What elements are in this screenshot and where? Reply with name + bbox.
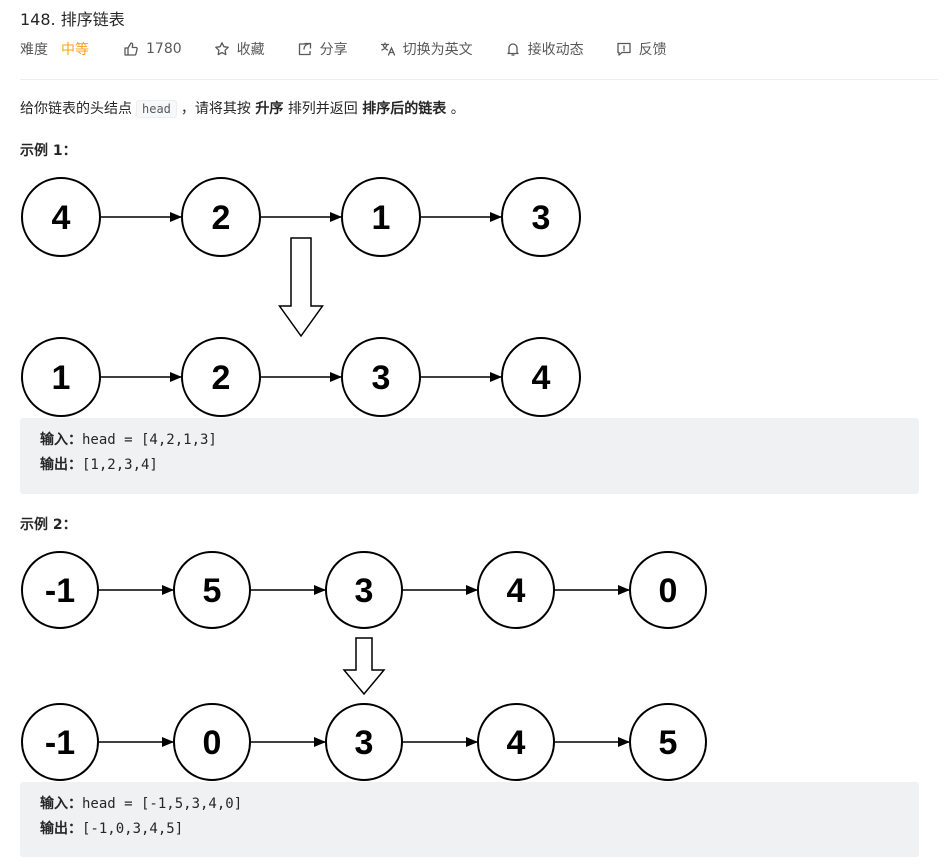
list-node [341,177,421,257]
like-button[interactable]: 1780 [123,41,182,57]
example-1-output-label: 输出： [40,457,82,473]
description-bold-sorted-list: 排序后的链表 [362,101,447,117]
list-node-value: 3 [355,724,374,762]
problem-meta-bar: 难度 中等 1780 收藏 分享 切换为英文 [20,38,699,60]
list-node-value: 5 [659,724,678,762]
description-text-4: 。 [450,101,465,117]
list-node [629,703,707,781]
example-1-input-label: 输入： [40,432,82,448]
sort-transform-arrow [278,237,324,338]
translate-icon [380,42,395,56]
list-node [477,703,555,781]
subscribe-label: 接收动态 [527,42,584,58]
subscribe-button[interactable]: 接收动态 [505,39,584,59]
example-2-diagram: -1 5 3 4 0 -1 0 3 4 5 [21,551,707,781]
share-icon [298,42,311,56]
example-2-output-label: 输出： [40,821,82,837]
list-node-value: 4 [52,199,71,237]
list-node [325,703,403,781]
list-node [21,177,101,257]
difficulty-badge: 中等 [61,42,89,58]
like-count: 1780 [146,41,182,57]
example-1-title: 示例 1： [20,143,77,159]
inline-code-head: head [136,100,177,118]
feedback-button[interactable]: 反馈 [616,39,667,59]
example-2-input: head = [-1,5,3,4,0] [82,796,243,812]
feedback-icon [616,42,631,56]
example-1-output: [1,2,3,4] [82,457,158,473]
thumbs-up-icon [124,42,138,56]
list-node [325,551,403,629]
description-text-2: ，请将其按 [180,101,251,117]
difficulty-label: 难度 [20,42,48,58]
list-node [173,703,251,781]
header-divider [20,79,938,80]
list-node-value: 1 [52,359,71,397]
favorite-label: 收藏 [236,42,265,58]
list-node [181,177,261,257]
list-node [21,703,99,781]
bell-icon [506,43,519,56]
list-node [21,337,101,417]
list-node-value: 4 [532,359,551,397]
description-text-3: 排列并返回 [287,101,358,117]
example-2-code-block: 输入：head = [-1,5,3,4,0] 输出：[-1,0,3,4,5] [20,782,919,857]
example-2-output: [-1,0,3,4,5] [82,821,184,837]
list-node [477,551,555,629]
favorite-button[interactable]: 收藏 [214,39,265,59]
list-node-value: -1 [45,572,75,610]
switch-language-button[interactable]: 切换为英文 [380,39,473,59]
example-1-input: head = [4,2,1,3] [82,432,217,448]
list-node [501,337,581,417]
problem-title: 148. 排序链表 [20,10,125,29]
list-node-value: 0 [659,572,678,610]
example-2-input-label: 输入： [40,796,82,812]
list-node [181,337,261,417]
switch-language-label: 切换为英文 [402,42,473,58]
list-node [501,177,581,257]
list-node-value: 4 [507,724,526,762]
example-2-title: 示例 2： [20,517,77,533]
list-node [629,551,707,629]
list-node [21,551,99,629]
list-node-value: 2 [212,359,231,397]
sort-transform-arrow [342,637,386,696]
feedback-label: 反馈 [638,42,667,58]
list-node-value: 1 [372,199,391,237]
description-bold-ascending: 升序 [255,101,284,117]
list-node-value: 2 [212,199,231,237]
star-icon [214,42,229,56]
list-node-value: 4 [507,572,526,610]
example-1-code-block: 输入：head = [4,2,1,3] 输出：[1,2,3,4] [20,418,919,494]
share-button[interactable]: 分享 [297,39,348,59]
list-node-value: 0 [203,724,222,762]
list-node [173,551,251,629]
list-node-value: -1 [45,724,75,762]
list-node-value: 3 [372,359,391,397]
list-node [341,337,421,417]
list-node-value: 3 [532,199,551,237]
description-text-1: 给你链表的头结点 [20,101,132,117]
list-node-value: 3 [355,572,374,610]
list-node-value: 5 [203,572,222,610]
share-label: 分享 [319,42,348,58]
example-1-diagram: 4 2 1 3 1 2 3 4 [21,177,581,417]
